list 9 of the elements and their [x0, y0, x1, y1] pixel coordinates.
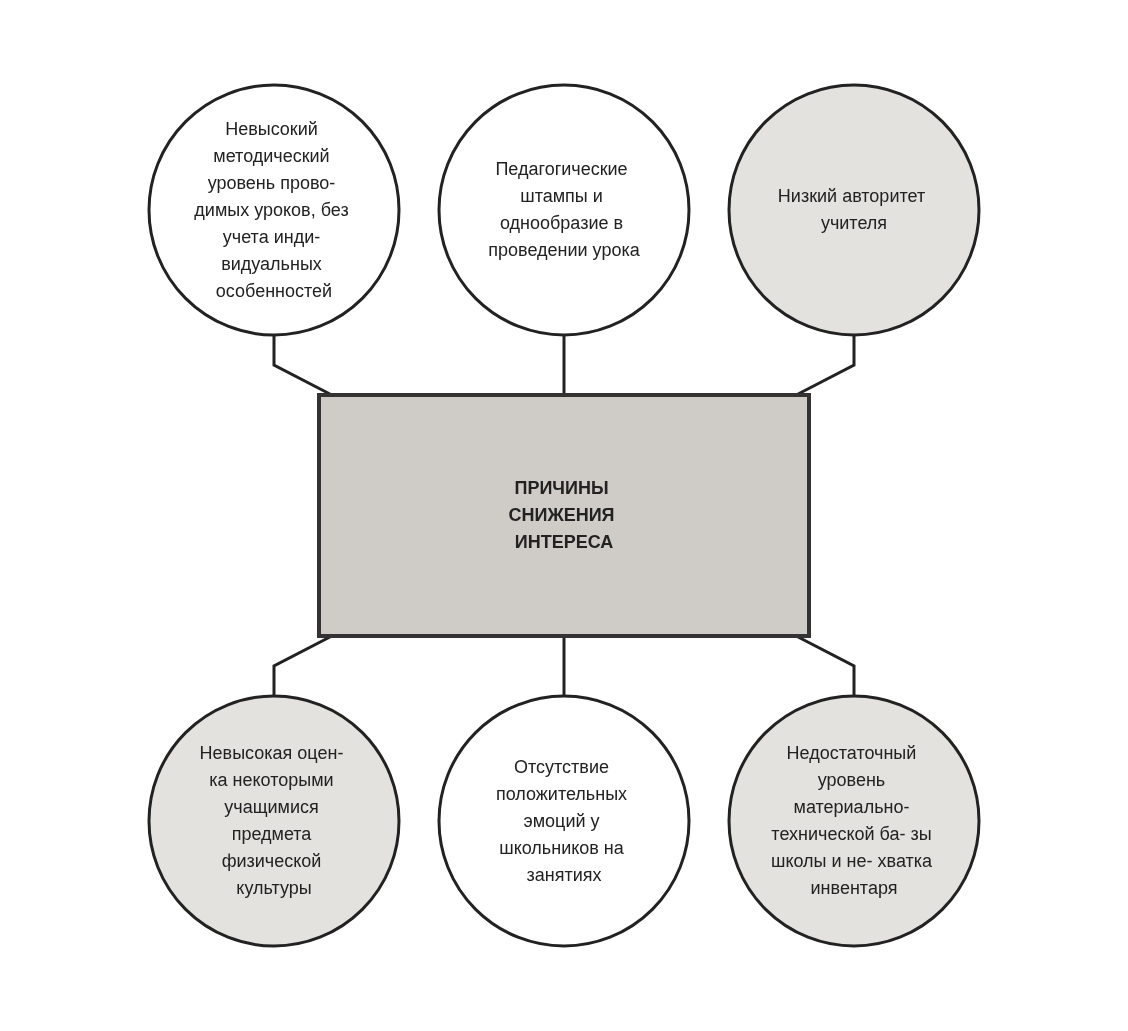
connector: [562, 636, 566, 696]
node-circle: Отсутствие положительных эмоций у школьников на занятиях: [437, 694, 691, 948]
node-circle: Педагогические штампы и однообразие в проведении урока: [437, 83, 691, 337]
node-box: ПРИЧИНЫ СНИЖЕНИЯ ИНТЕРЕСА: [317, 393, 811, 638]
node-circle: Недостаточный уровень материально- технической ба- зы школы и не- хватка инвентаря: [727, 694, 981, 948]
connector: [562, 335, 566, 395]
node-circle: Низкий авторитет учителя: [727, 83, 981, 337]
node-circle: Невысокая оцен- ка некоторыми учащимися предмета физической культуры: [147, 694, 401, 948]
node-circle: Невысокий методический уровень прово- димых уроков, без учета инди- видуальных особенностей: [147, 83, 401, 337]
